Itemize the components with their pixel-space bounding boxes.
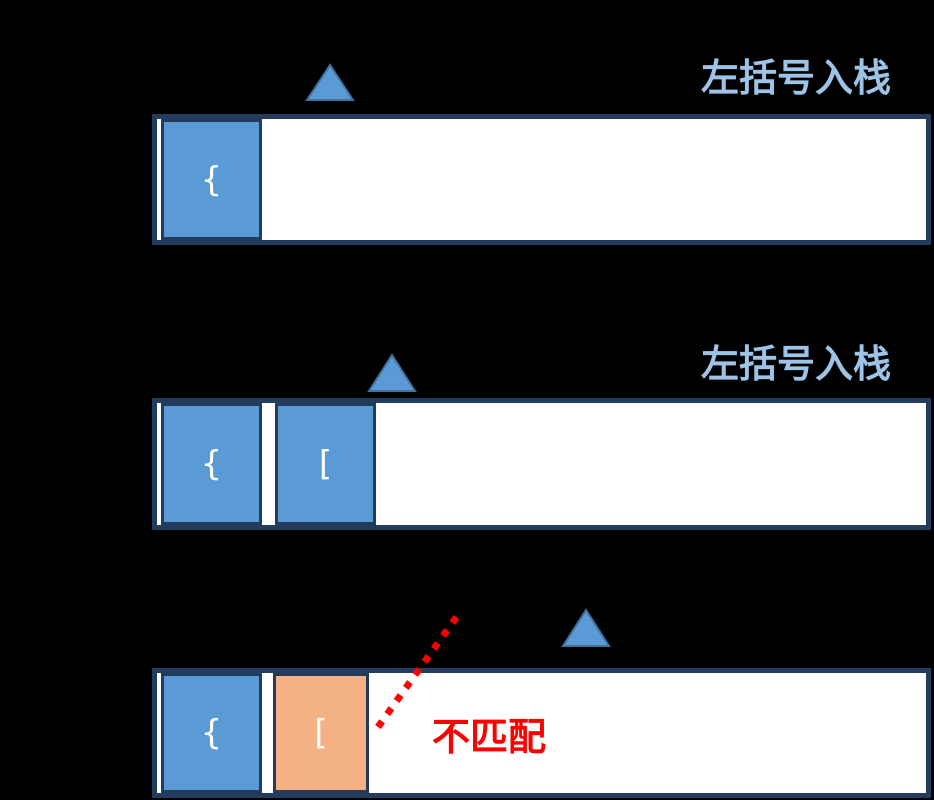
- push-label-2: 左括号入栈: [701, 344, 892, 386]
- stack-cell: [: [275, 403, 376, 525]
- brace-glyph: {: [200, 713, 223, 753]
- bracket-glyph: [: [318, 444, 333, 484]
- stack-cell-mismatch: [: [273, 673, 369, 793]
- stack-cell: {: [161, 673, 262, 793]
- brace-glyph: {: [200, 444, 223, 484]
- stack-cell: {: [161, 119, 262, 240]
- brace-glyph: {: [200, 159, 223, 200]
- stack-pointer-triangle-icon: [305, 63, 355, 101]
- push-label-1: 左括号入栈: [701, 58, 892, 100]
- stack-pointer-triangle-icon: [367, 353, 417, 392]
- stack-cell: {: [161, 403, 262, 525]
- stack-row-3: { [: [152, 668, 931, 798]
- bracket-glyph: [: [314, 713, 328, 753]
- stack-row-2: { [: [152, 398, 931, 530]
- mismatch-label: 不匹配: [432, 717, 547, 759]
- stack-row-1: {: [152, 114, 931, 245]
- stack-pointer-triangle-icon: [561, 608, 611, 647]
